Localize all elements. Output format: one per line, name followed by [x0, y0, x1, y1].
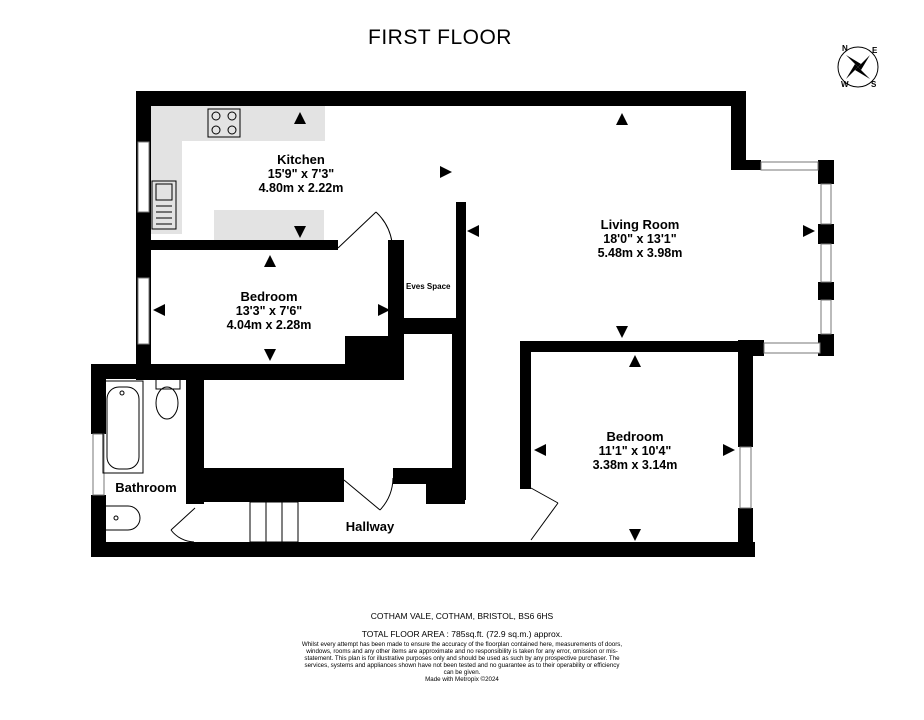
windows [92, 141, 832, 509]
kitchen-sink-icon [151, 180, 177, 230]
living-room-label: Living Room 18'0" x 13'1" 5.48m x 3.98m [575, 217, 705, 261]
bedroom-2-name: Bedroom [606, 429, 664, 444]
address: COTHAM VALE, COTHAM, BRISTOL, BS6 6HS [370, 611, 554, 621]
hob-icon [207, 108, 241, 138]
compass-icon [837, 46, 879, 88]
kitchen-label: Kitchen 15'9" x 7'3" 4.80m x 2.22m [236, 152, 366, 196]
compass-n: N [842, 44, 848, 53]
compass-w: W [841, 80, 849, 89]
compass-e: E [872, 46, 878, 55]
stairs [249, 501, 299, 543]
doors [170, 211, 559, 543]
living-room-metric: 5.48m x 3.98m [597, 246, 683, 260]
living-room-name: Living Room [600, 217, 680, 232]
made-with: Made with Metropix ©2024 [425, 676, 499, 683]
eves-space-label: Eves Space [406, 282, 451, 291]
bath-icon [102, 380, 144, 474]
bathroom-label: Bathroom [115, 480, 177, 495]
bedroom-1-name: Bedroom [240, 289, 298, 304]
bedroom-2-imperial: 11'1" x 10'4" [598, 444, 672, 458]
disclaimer-text: Whilst every attempt has been made to en… [301, 641, 623, 676]
basin-icon [106, 505, 141, 531]
total-floor-area: TOTAL FLOOR AREA : 785sq.ft. (72.9 sq.m.… [361, 629, 563, 639]
kitchen-name: Kitchen [277, 152, 325, 167]
bedroom-2-label: Bedroom 11'1" x 10'4" 3.38m x 3.14m [570, 429, 700, 473]
bedroom-2-metric: 3.38m x 3.14m [592, 458, 678, 472]
dimension-arrows [153, 112, 815, 541]
hallway-label: Hallway [345, 519, 395, 534]
toilet-icon [155, 378, 181, 420]
living-room-imperial: 18'0" x 13'1" [603, 232, 677, 246]
compass-s: S [871, 80, 877, 89]
kitchen-metric: 4.80m x 2.22m [258, 181, 344, 195]
disclaimer: Whilst every attempt has been made to en… [300, 641, 624, 683]
bedroom-1-imperial: 13'3" x 7'6" [235, 304, 303, 318]
kitchen-imperial: 15'9" x 7'3" [267, 167, 335, 181]
bedroom-1-label: Bedroom 13'3" x 7'6" 4.04m x 2.28m [204, 289, 334, 333]
floor-title: FIRST FLOOR [368, 26, 512, 49]
walls [91, 91, 834, 557]
bedroom-1-metric: 4.04m x 2.28m [226, 318, 312, 332]
